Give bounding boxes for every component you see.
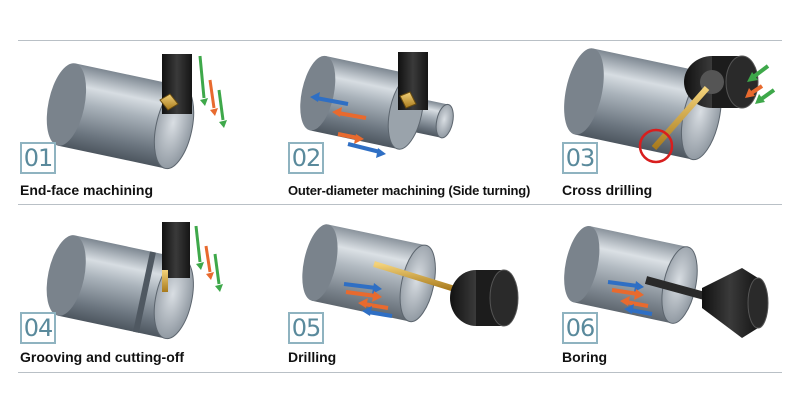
cutting-insert (399, 91, 417, 109)
operation-label: Drilling (288, 349, 337, 365)
cross-drilling-illustration (564, 48, 776, 164)
operation-label: End-face machining (20, 182, 154, 198)
tool-holder (162, 222, 190, 278)
feed-arrows (343, 282, 393, 318)
collet-chuck (450, 269, 519, 327)
cutting-insert (159, 93, 179, 111)
operation-number: 05 (288, 312, 324, 344)
panel-grooving-and-cutting-off: 04 Grooving and cutting-off (20, 208, 280, 378)
panel-outer-diameter-machining: 02 Outer-diameter machining (Side turnin… (288, 38, 548, 208)
operation-number: 01 (20, 142, 56, 174)
panel-drilling: 05 Drilling (288, 208, 548, 378)
operation-label: Outer-diameter machining (Side turning) (288, 183, 531, 198)
tool-holder (702, 268, 758, 338)
feed-arrows (607, 280, 653, 316)
operation-label: Boring (562, 349, 608, 365)
drilling-illustration (302, 224, 519, 327)
operation-label: Grooving and cutting-off (20, 349, 185, 365)
operation-number: 02 (288, 142, 324, 174)
end-face-machining-illustration (46, 54, 227, 170)
middle-rule (18, 204, 782, 205)
feed-arrows (194, 225, 223, 292)
operation-number: 04 (20, 312, 56, 344)
panel-boring: 06 Boring (562, 208, 800, 378)
grooving-insert (162, 270, 168, 292)
grooving-illustration (46, 222, 223, 340)
operation-number: 03 (562, 142, 598, 174)
operation-number: 06 (562, 312, 598, 344)
top-rule (18, 40, 782, 41)
highlight-circle (638, 128, 674, 164)
panel-end-face-machining: 01 End-face machining (20, 38, 280, 208)
panel-cross-drilling: 03 Cross drilling (562, 38, 800, 208)
feed-arrows (310, 92, 386, 158)
feed-arrows (198, 55, 227, 128)
operation-label: Cross drilling (562, 182, 653, 198)
boring-illustration (564, 225, 769, 338)
bottom-rule (18, 372, 782, 373)
drill-bit (373, 261, 459, 293)
drill-bit (651, 86, 710, 150)
boring-bar (644, 276, 714, 302)
feed-arrows (745, 64, 776, 104)
outer-diameter-illustration (300, 52, 454, 158)
